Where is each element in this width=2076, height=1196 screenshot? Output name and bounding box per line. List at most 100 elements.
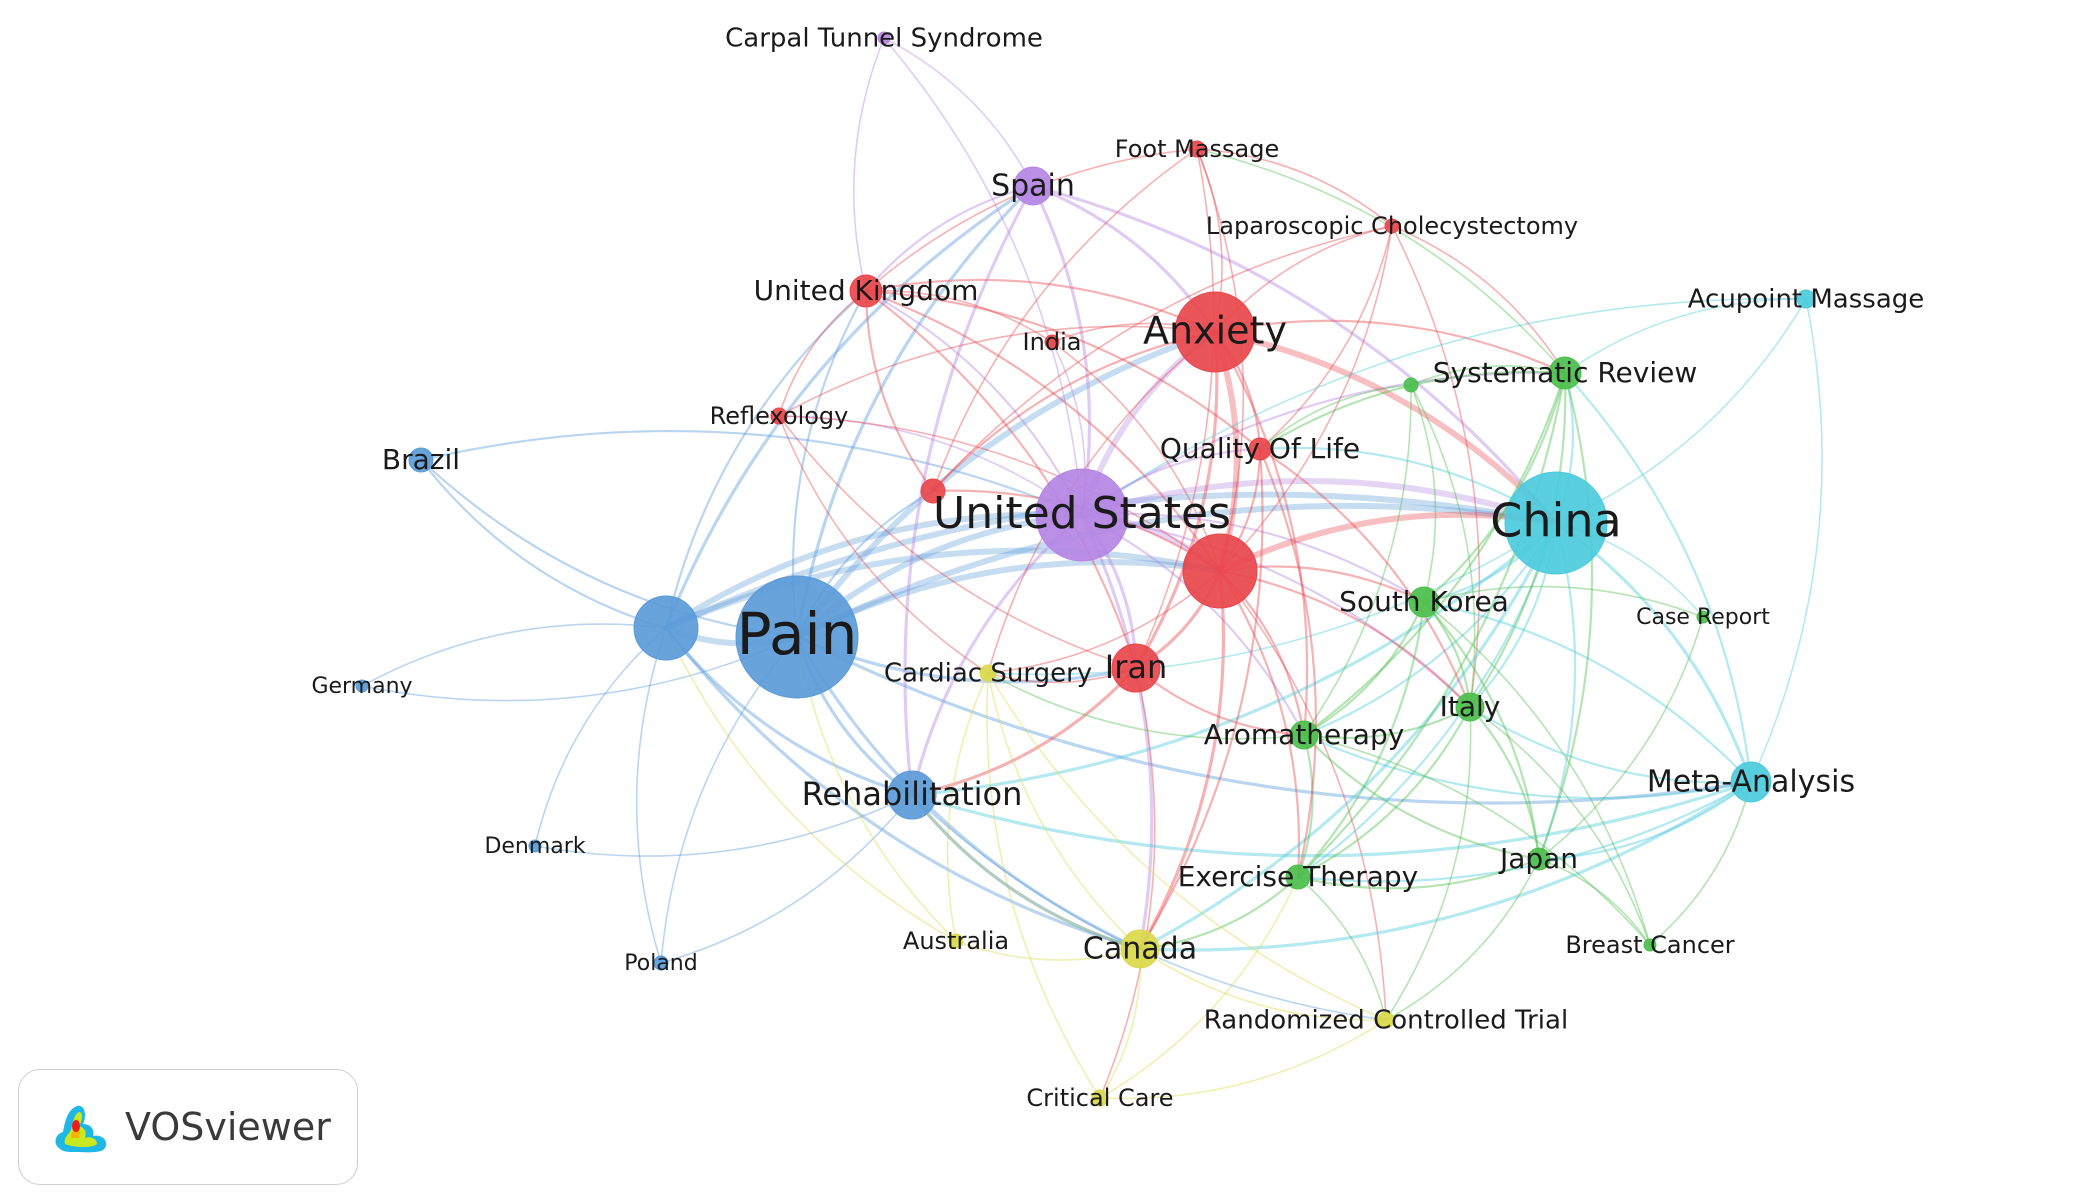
link-qol-exercise — [1258, 447, 1317, 879]
label-foot_massage: Foot Massage — [1115, 135, 1279, 163]
node-lap_chole[interactable] — [1384, 218, 1400, 234]
node-south_korea[interactable] — [1408, 586, 1440, 618]
link-exercise-rct — [1297, 876, 1387, 1021]
label-cardiac: Cardiac Surgery — [884, 659, 1092, 689]
label-lap_chole: Laparoscopic Cholecystectomy — [1206, 212, 1578, 240]
link-uk-reflexology — [778, 290, 867, 417]
node-cardiac[interactable] — [979, 664, 997, 682]
label-carpal: Carpal Tunnel Syndrome — [725, 24, 1043, 54]
link-china-canada — [1138, 521, 1558, 951]
link-united_states-china — [1079, 477, 1559, 526]
node-iran[interactable] — [1111, 643, 1161, 693]
link-lap_chole-sys_review — [1391, 225, 1566, 374]
node-italy[interactable] — [1455, 692, 1485, 722]
node-blue_hub[interactable] — [633, 595, 699, 661]
link-blue_hub-rehabilitation — [664, 626, 914, 797]
label-case_report: Case Report — [1636, 605, 1770, 630]
node-reflexology[interactable] — [770, 407, 788, 425]
network-nodes — [355, 31, 1816, 1107]
node-pain[interactable] — [735, 575, 859, 699]
node-rct[interactable] — [1377, 1011, 1395, 1029]
node-red_small[interactable] — [920, 478, 946, 504]
link-blue_hub-red_hub — [663, 547, 1223, 631]
link-rehabilitation-canada — [910, 793, 1142, 951]
link-japan-rct — [1385, 858, 1540, 1021]
link-cardiac-rct — [987, 672, 1387, 1021]
link-south_korea-aromatherapy — [1302, 600, 1426, 737]
label-pain: Pain — [737, 600, 858, 668]
label-qol: Quality Of Life — [1160, 432, 1360, 465]
link-blue_hub-canada — [664, 626, 1142, 951]
link-sys_review-foot_massage — [1196, 148, 1566, 374]
node-aromatherapy[interactable] — [1289, 720, 1319, 750]
node-carpal[interactable] — [877, 31, 891, 45]
node-japan[interactable] — [1527, 847, 1551, 871]
link-united_states-uk — [864, 289, 1084, 517]
logo-text: VOSviewer — [125, 1105, 331, 1149]
node-breast[interactable] — [1643, 938, 1657, 952]
node-spain[interactable] — [1013, 166, 1053, 206]
link-blue_hub-germany — [361, 623, 667, 687]
label-italy: Italy — [1440, 690, 1501, 723]
node-rehabilitation[interactable] — [887, 770, 937, 820]
node-sys_review[interactable] — [1548, 356, 1582, 390]
link-germany-pain — [361, 636, 798, 702]
node-denmark[interactable] — [528, 839, 542, 853]
link-pain-meta — [795, 635, 1753, 805]
link-india-red_hub — [1051, 341, 1221, 572]
link-meta-rehabilitation — [910, 780, 1753, 858]
node-canada[interactable] — [1120, 929, 1160, 969]
link-aromatherapy-breast — [1303, 734, 1651, 946]
link-united_states-sys_review — [1080, 371, 1567, 517]
link-green_small-italy — [1410, 384, 1476, 708]
link-critical-exercise — [1099, 876, 1299, 1099]
link-italy-exercise — [1296, 705, 1472, 879]
label-breast: Breast Cancer — [1565, 931, 1734, 959]
link-lap_chole-italy — [1391, 225, 1481, 708]
node-exercise[interactable] — [1285, 864, 1311, 890]
link-sys_review-japan — [1537, 371, 1594, 861]
node-poland[interactable] — [653, 955, 669, 971]
node-critical[interactable] — [1091, 1089, 1109, 1107]
node-qol[interactable] — [1248, 437, 1272, 461]
link-south_korea-breast — [1423, 601, 1651, 946]
node-anxiety[interactable] — [1174, 291, 1256, 373]
link-south_korea-japan — [1422, 600, 1541, 861]
node-india[interactable] — [1044, 334, 1060, 350]
link-foot_massage-red_small — [932, 148, 1198, 492]
node-green_small[interactable] — [1403, 377, 1419, 393]
node-red_hub[interactable] — [1182, 533, 1258, 609]
link-red_hub-italy — [1218, 569, 1472, 709]
node-united_states[interactable] — [1035, 468, 1129, 562]
link-breast-meta — [1649, 781, 1752, 946]
link-uk-red_small — [864, 289, 935, 493]
link-spain-uk — [864, 184, 1035, 293]
link-pain-spain — [795, 184, 1035, 639]
label-spain: Spain — [991, 169, 1075, 204]
link-united_states-south_korea — [1080, 512, 1426, 604]
node-uk[interactable] — [849, 274, 883, 308]
node-brazil[interactable] — [408, 447, 434, 473]
node-acupoint[interactable] — [1796, 289, 1816, 309]
link-cardiac-critical — [986, 672, 1101, 1099]
label-sys_review: Systematic Review — [1433, 356, 1698, 389]
link-italy-japan — [1468, 705, 1541, 861]
link-aromatherapy-japan — [1302, 733, 1541, 861]
label-china: China — [1490, 494, 1621, 548]
link-anxiety-red_small — [931, 330, 1217, 493]
node-case_report[interactable] — [1696, 610, 1710, 624]
label-reflexology: Reflexology — [710, 402, 849, 430]
link-case_report-japan — [1538, 616, 1704, 860]
label-aromatherapy: Aromatherapy — [1204, 718, 1405, 751]
link-blue_hub-spain — [664, 184, 1035, 630]
node-china[interactable] — [1504, 471, 1608, 575]
link-brazil-united_states — [419, 429, 1084, 517]
link-exercise-canada — [1138, 875, 1300, 951]
link-rct-critical — [1099, 1019, 1387, 1100]
link-meta-sys_review — [1563, 371, 1753, 784]
node-australia[interactable] — [948, 933, 964, 949]
node-foot_massage[interactable] — [1188, 140, 1206, 158]
link-sys_review-aromatherapy — [1302, 371, 1567, 737]
node-germany[interactable] — [355, 679, 369, 693]
node-meta[interactable] — [1730, 761, 1772, 803]
